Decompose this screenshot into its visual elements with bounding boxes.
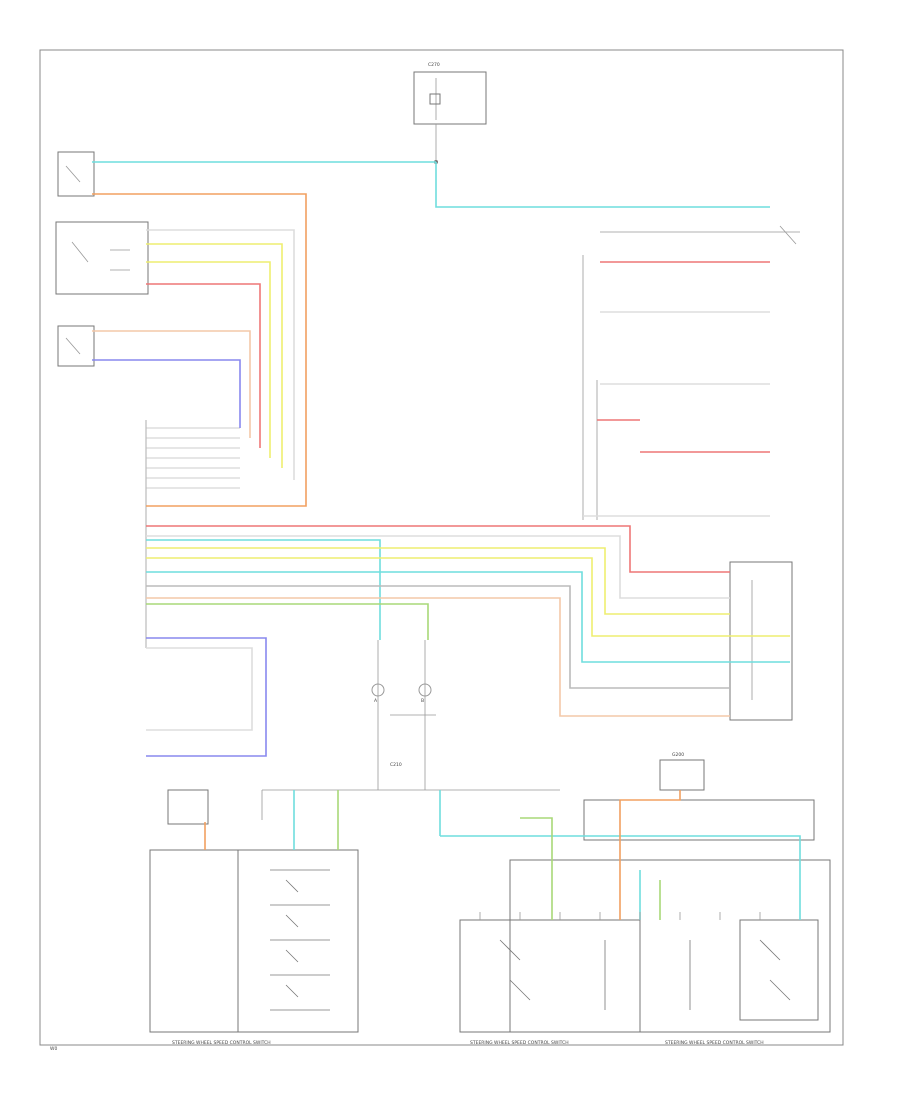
wire-lt-blue-clock [146,539,381,640]
cluster-box [729,561,793,721]
switch-contact [779,225,797,245]
switch-contacts [71,241,130,271]
wire-green-bottom [520,817,553,920]
wire-peach-harness [146,597,730,717]
module-mid-label: STEERING WHEEL SPEED CONTROL SWITCH [470,1040,569,1046]
wire-white-1 [146,229,295,480]
wire-lt-blue-harness [146,571,790,663]
wire-yellow-harness [146,547,730,615]
wire-violet [92,359,241,428]
switch-module-right-outer [509,859,831,1033]
bottom-pin-ticks [479,912,761,920]
connector-mid-label: C210 [390,762,402,768]
switch-module-mid [459,919,641,1033]
mid-module-contacts [499,939,791,1010]
wire-white-harness [146,535,730,599]
wire-yellow-2 [146,261,271,458]
fuse-box [413,71,487,125]
wire-peach [92,330,251,438]
ground-label: G200 [672,752,684,758]
switch-contact [65,165,81,183]
pin-a-label: A [374,698,378,704]
upper-bracket [583,799,815,841]
switch-module-left-sub [149,849,239,1033]
ground-connector-left [167,789,209,825]
wire-gray-harness [146,585,730,689]
deactivator-switch-box [55,221,149,295]
wire-yellow-1 [146,243,283,468]
wire-pink-harness [146,525,730,573]
module-left-label: STEERING WHEEL SPEED CONTROL SWITCH [172,1040,271,1046]
module-right-label: STEERING WHEEL SPEED CONTROL SWITCH [665,1040,764,1046]
fuse-icon [429,93,441,105]
wire-orange [92,193,307,507]
diagram-frame [39,49,844,1046]
switch-module-left-contacts [270,869,330,1011]
connector-top-label: C270 [428,62,440,68]
switch-module-left [149,849,359,1033]
switch-contact [65,337,81,355]
brake-switch-box [57,151,95,197]
wire-orange-bottom [619,790,681,920]
wire-pink-1 [146,283,261,448]
wire-lt-blue-bottom [440,835,801,920]
corner-ref-label: W0 [50,1046,57,1052]
wire-yellow-harness-2 [146,557,790,637]
pcm-pin-ticks [146,427,240,489]
wire-white-lower [146,647,253,731]
switch-module-right [739,919,819,1021]
pin-b-label: B [421,698,424,704]
wire-violet-lower [146,637,267,757]
wire-lt-blue-right [435,162,770,208]
brake-pedal-switch-box [57,325,95,367]
wire-green-clock [146,603,429,640]
ground-connector-right [659,759,705,791]
